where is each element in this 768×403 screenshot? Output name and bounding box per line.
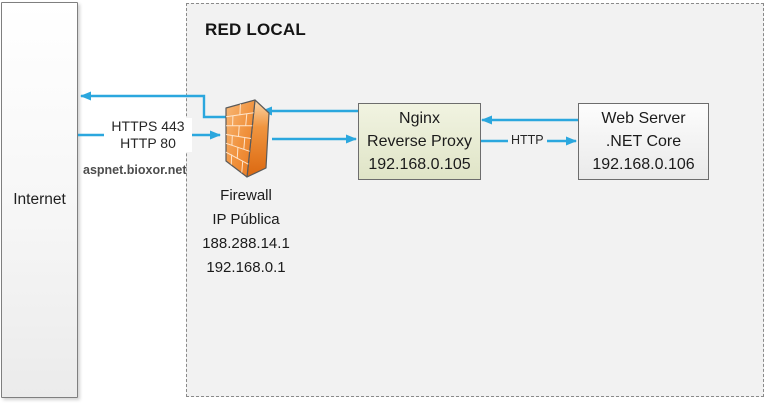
firewall-subtitle: IP Pública	[212, 211, 280, 228]
red-local-title: RED LOCAL	[205, 20, 306, 39]
domain-label: aspnet.bioxor.net	[83, 163, 187, 177]
red-local-container	[186, 3, 764, 397]
firewall-icon	[225, 99, 270, 178]
firewall-caption: Firewall IP Pública 188.288.14.1 192.168…	[172, 184, 320, 280]
internet-node: Internet	[1, 2, 78, 398]
internet-firewall-ports-label: HTTPS 443 HTTP 80	[104, 118, 192, 152]
nginx-ip: 192.168.0.105	[368, 156, 471, 173]
brick-lines	[225, 103, 254, 173]
nginx-role: Reverse Proxy	[367, 133, 472, 150]
firewall-public-ip: 188.288.14.1	[202, 235, 290, 252]
firewall-name: Firewall	[220, 187, 272, 204]
http-protocol-label: HTTP	[508, 133, 547, 147]
internet-label: Internet	[13, 191, 66, 208]
http-port-label: HTTP 80	[120, 135, 176, 151]
webserver-node: Web Server .NET Core 192.168.0.106	[578, 103, 709, 180]
webserver-ip: 192.168.0.106	[592, 156, 695, 173]
webserver-platform: .NET Core	[605, 133, 682, 150]
webserver-title: Web Server	[601, 110, 686, 127]
nginx-title: Nginx	[399, 110, 440, 127]
nginx-node: Nginx Reverse Proxy 192.168.0.105	[358, 103, 481, 180]
https-port-label: HTTPS 443	[111, 118, 185, 134]
firewall-private-ip: 192.168.0.1	[206, 259, 286, 276]
